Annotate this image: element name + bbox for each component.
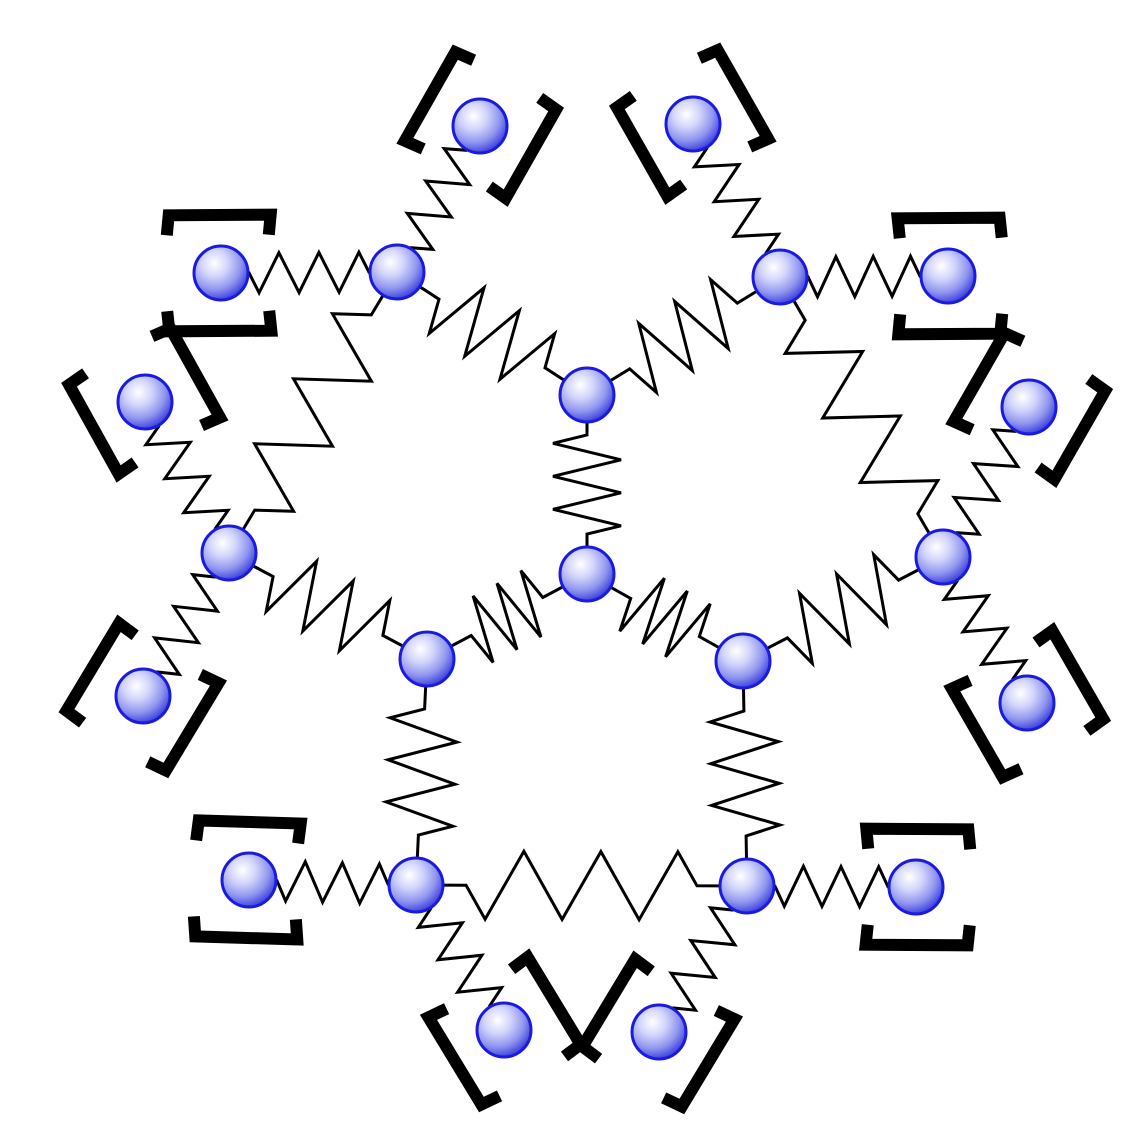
spring-icon: [941, 556, 1029, 704]
bead-icon: [475, 1001, 533, 1059]
brackets-layer: [58, 42, 1114, 1115]
spring-icon: [228, 551, 428, 661]
bracket-side: [1034, 374, 1114, 488]
bracket-icon: [574, 950, 744, 1115]
bracket-side: [945, 325, 1026, 436]
bracket-side: [859, 822, 977, 850]
bead-icon: [714, 632, 772, 690]
bead-icon: [887, 858, 945, 916]
bracket-side: [149, 320, 229, 431]
bead-icon: [192, 244, 250, 302]
bracket-side: [891, 313, 1009, 341]
spring-icon: [396, 270, 588, 397]
bead-icon: [200, 524, 258, 582]
bracket-side: [190, 814, 308, 845]
bead-icon: [914, 528, 972, 586]
bracket-side: [485, 92, 565, 207]
bracket-icon: [187, 814, 308, 946]
bracket-side: [943, 674, 1024, 785]
bracket-icon: [945, 325, 1114, 488]
bracket-icon: [858, 822, 977, 952]
bead-icon: [718, 857, 776, 915]
bracket-icon: [58, 614, 228, 779]
bracket-icon: [160, 208, 278, 338]
bracket-side: [396, 44, 477, 155]
bracket-side: [661, 1005, 744, 1115]
bead-icon: [114, 667, 172, 725]
spring-icon: [742, 550, 944, 668]
bracket-icon: [61, 320, 229, 483]
spring-icon: [704, 660, 786, 887]
bracket-side: [161, 310, 278, 338]
bracket-icon: [943, 621, 1112, 785]
bracket-side: [61, 368, 139, 483]
bead-icon: [1000, 378, 1058, 436]
spring-icon: [141, 552, 231, 697]
bead-icon: [998, 674, 1056, 732]
spring-icon: [227, 271, 399, 554]
spring-icon: [586, 275, 781, 397]
spring-icon: [380, 658, 463, 886]
spring-icon: [414, 884, 506, 1031]
bead-icon: [116, 373, 174, 431]
bracket-side: [574, 950, 655, 1064]
bracket-icon: [608, 42, 777, 205]
bracket-side: [58, 614, 139, 728]
spring-icon: [657, 885, 749, 1033]
spring-icon: [586, 572, 744, 663]
spring-icon: [395, 125, 482, 273]
spring-icon: [142, 401, 232, 554]
spring-icon: [220, 248, 398, 297]
spring-icon: [426, 569, 588, 664]
bead-icon: [451, 97, 509, 155]
spring-icon: [941, 406, 1031, 558]
bracket-side: [187, 915, 304, 946]
spring-icon: [691, 123, 782, 278]
bead-icon: [387, 856, 445, 914]
bracket-side: [1032, 621, 1112, 736]
spring-icon: [248, 858, 417, 907]
spring-icon: [779, 252, 949, 301]
bracket-side: [696, 42, 777, 153]
bead-icon: [558, 366, 616, 424]
bracket-icon: [419, 948, 589, 1113]
beads-layer: [114, 95, 1058, 1061]
spring-icon: [778, 276, 945, 558]
bead-icon: [368, 243, 426, 301]
bead-icon: [664, 95, 722, 153]
bracket-side: [145, 669, 228, 779]
bracket-icon: [396, 44, 565, 207]
bead-icon: [630, 1003, 688, 1061]
spring-icon: [552, 395, 622, 574]
bead-icon: [751, 248, 809, 306]
spring-icon: [746, 862, 917, 911]
springs-layer: [141, 123, 1031, 1033]
bracket-side: [858, 924, 976, 952]
bead-icon: [398, 630, 456, 688]
bracket-side: [419, 1003, 503, 1113]
bracket-side: [160, 208, 278, 236]
bead-icon: [919, 247, 977, 305]
spring-icon: [415, 848, 748, 923]
bracket-side: [507, 948, 589, 1062]
bracket-side: [890, 211, 1008, 239]
bracket-side: [608, 90, 688, 205]
bracket-icon: [890, 211, 1009, 341]
bead-icon: [220, 851, 278, 909]
bead-icon: [558, 545, 616, 603]
